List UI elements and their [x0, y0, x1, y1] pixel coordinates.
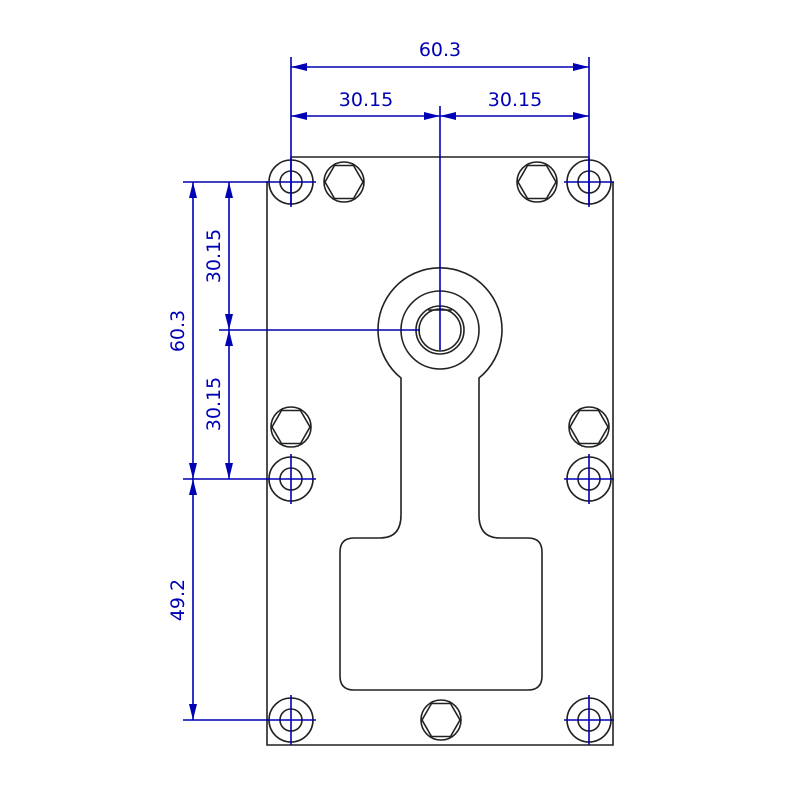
- hex-bolt-icon: [420, 699, 462, 741]
- dim-left-upper-half: 30.15: [203, 229, 225, 283]
- dim-left-lower-half: 30.15: [203, 377, 225, 431]
- hex-bolt-icon: [323, 161, 365, 203]
- dimension-lines: [183, 57, 590, 721]
- mounting-hole: [265, 694, 317, 746]
- dim-top-right-half: 30.15: [488, 89, 542, 111]
- dim-left-bottom: 49.2: [167, 579, 189, 621]
- dim-top-total: 60.3: [419, 39, 461, 61]
- mounting-hole: [265, 453, 317, 505]
- hex-bolt-icon: [516, 161, 558, 203]
- mounting-hole: [563, 453, 615, 505]
- hex-bolt-icon: [270, 406, 312, 448]
- output-shaft-housing: [339, 267, 543, 691]
- mounting-hole: [563, 694, 615, 746]
- hex-bolt-icon: [568, 406, 610, 448]
- dim-left-total: 60.3: [167, 310, 189, 352]
- dim-top-left-half: 30.15: [339, 89, 393, 111]
- dimension-labels: 60.3 30.15 30.15 60.3 30.15 30.15 49.2: [167, 39, 542, 621]
